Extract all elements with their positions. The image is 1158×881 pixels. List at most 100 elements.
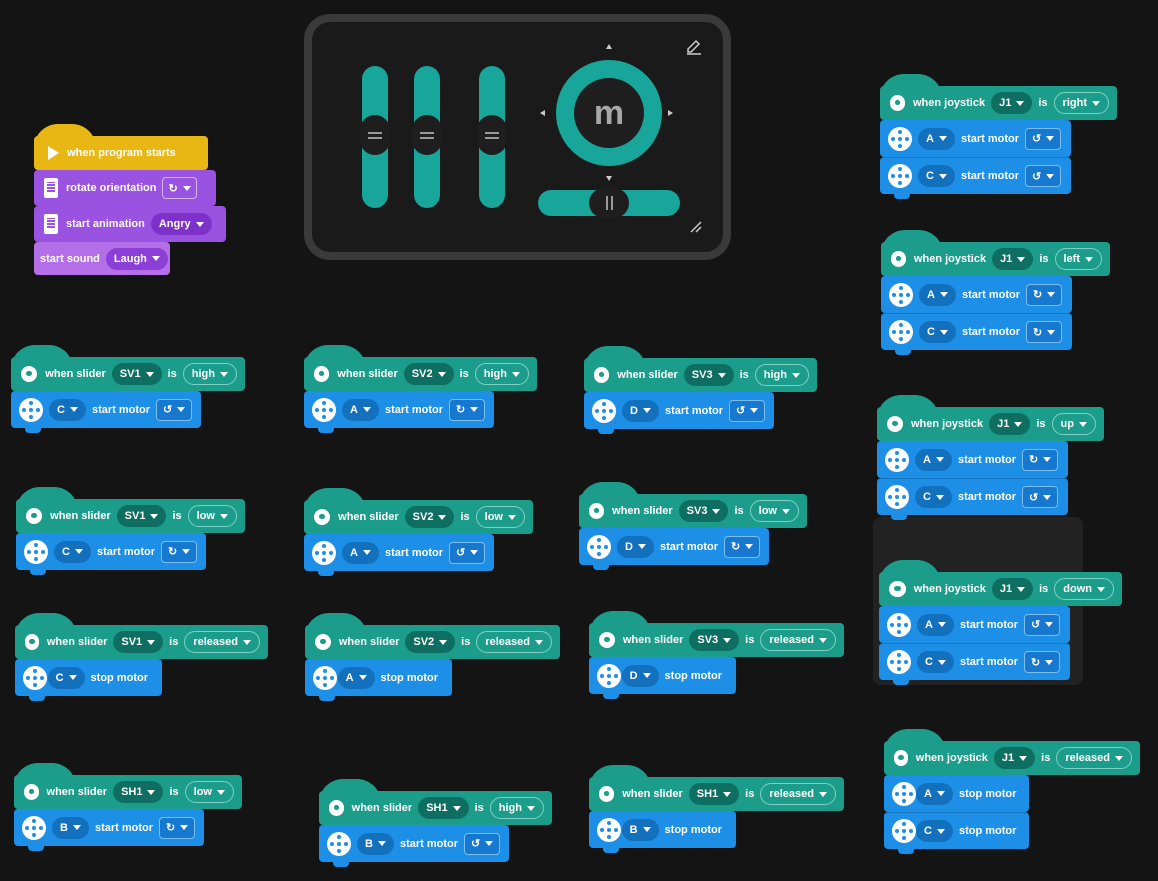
source-dropdown[interactable]: J1	[992, 248, 1034, 270]
direction-dropdown[interactable]: ↻	[161, 540, 198, 563]
state-dropdown[interactable]: high	[489, 797, 544, 819]
state-dropdown[interactable]: released	[760, 629, 836, 651]
start-animation-block[interactable]: start animation Angry	[34, 206, 226, 242]
state-dropdown[interactable]: released	[476, 631, 552, 653]
direction-dropdown[interactable]: ↻	[1022, 448, 1059, 471]
direction-dropdown[interactable]: ↺	[1025, 165, 1062, 187]
state-dropdown[interactable]: left	[1054, 248, 1102, 270]
program-start-stack[interactable]: when program starts rotate orientation ↻…	[34, 124, 226, 275]
motor-port-dropdown[interactable]: A	[917, 613, 954, 636]
slider-knob[interactable]	[360, 115, 390, 155]
source-dropdown[interactable]: SV2	[403, 363, 454, 385]
source-dropdown[interactable]: SH1	[418, 797, 469, 819]
state-dropdown[interactable]: down	[1054, 578, 1114, 600]
state-dropdown[interactable]: up	[1051, 413, 1096, 435]
motor-port-dropdown[interactable]: C	[917, 651, 954, 673]
motor-port-dropdown[interactable]: A	[342, 398, 379, 421]
sound-dropdown[interactable]: Laugh	[105, 247, 168, 270]
direction-dropdown[interactable]: ↺	[1022, 486, 1059, 508]
state-dropdown[interactable]: released	[1056, 747, 1132, 769]
source-dropdown[interactable]: SH1	[113, 781, 164, 803]
source-dropdown[interactable]: SV3	[678, 500, 729, 522]
motor-port-dropdown[interactable]: B	[621, 818, 659, 841]
direction-dropdown[interactable]: ↻	[1026, 283, 1063, 306]
state-dropdown[interactable]: released	[760, 783, 836, 805]
state-dropdown[interactable]: released	[184, 631, 260, 653]
source-dropdown[interactable]: J1	[991, 578, 1034, 600]
motor-port-dropdown[interactable]: A	[918, 127, 955, 150]
source-dropdown[interactable]: SV3	[689, 629, 740, 651]
joystick-j1[interactable]: m	[556, 60, 662, 166]
source-dropdown[interactable]: J1	[993, 747, 1036, 769]
animation-dropdown[interactable]: Angry	[150, 213, 212, 235]
motor-port-dropdown[interactable]: C	[915, 486, 952, 508]
direction-dropdown[interactable]: ↻	[724, 535, 761, 558]
motor-port-dropdown[interactable]: A	[916, 782, 953, 805]
source-dropdown[interactable]: SV1	[111, 363, 162, 385]
motor-port-dropdown[interactable]: C	[49, 398, 86, 421]
direction-dropdown[interactable]: ↺	[1024, 613, 1061, 636]
rotate-orientation-block[interactable]: rotate orientation ↻	[34, 170, 216, 206]
direction-dropdown[interactable]: ↺	[729, 399, 766, 422]
motor-port-dropdown[interactable]: A	[337, 666, 375, 689]
motor-port-dropdown[interactable]: C	[919, 321, 956, 343]
motor-port-dropdown[interactable]: C	[916, 820, 953, 842]
motor-port-dropdown[interactable]: A	[915, 448, 952, 471]
state-dropdown[interactable]: low	[184, 781, 234, 803]
state-dropdown[interactable]: right	[1053, 92, 1109, 114]
slider-sv3[interactable]	[477, 66, 507, 208]
edit-icon[interactable]	[685, 38, 703, 56]
direction-dropdown[interactable]: ↻	[449, 398, 486, 421]
source-dropdown[interactable]: SV1	[113, 631, 164, 653]
motor-port-dropdown[interactable]: C	[47, 666, 85, 689]
slider-sh1[interactable]	[538, 188, 680, 218]
motor-port-dropdown[interactable]: A	[919, 283, 956, 306]
direction-dropdown[interactable]: ↺	[464, 832, 501, 855]
slider-knob[interactable]	[412, 115, 442, 155]
state-dropdown[interactable]: low	[187, 505, 237, 527]
direction-dropdown[interactable]: ↺	[449, 541, 486, 564]
state-dropdown[interactable]: high	[474, 363, 529, 385]
slider-sv1[interactable]	[360, 66, 390, 208]
source-dropdown[interactable]: SH1	[688, 783, 740, 805]
